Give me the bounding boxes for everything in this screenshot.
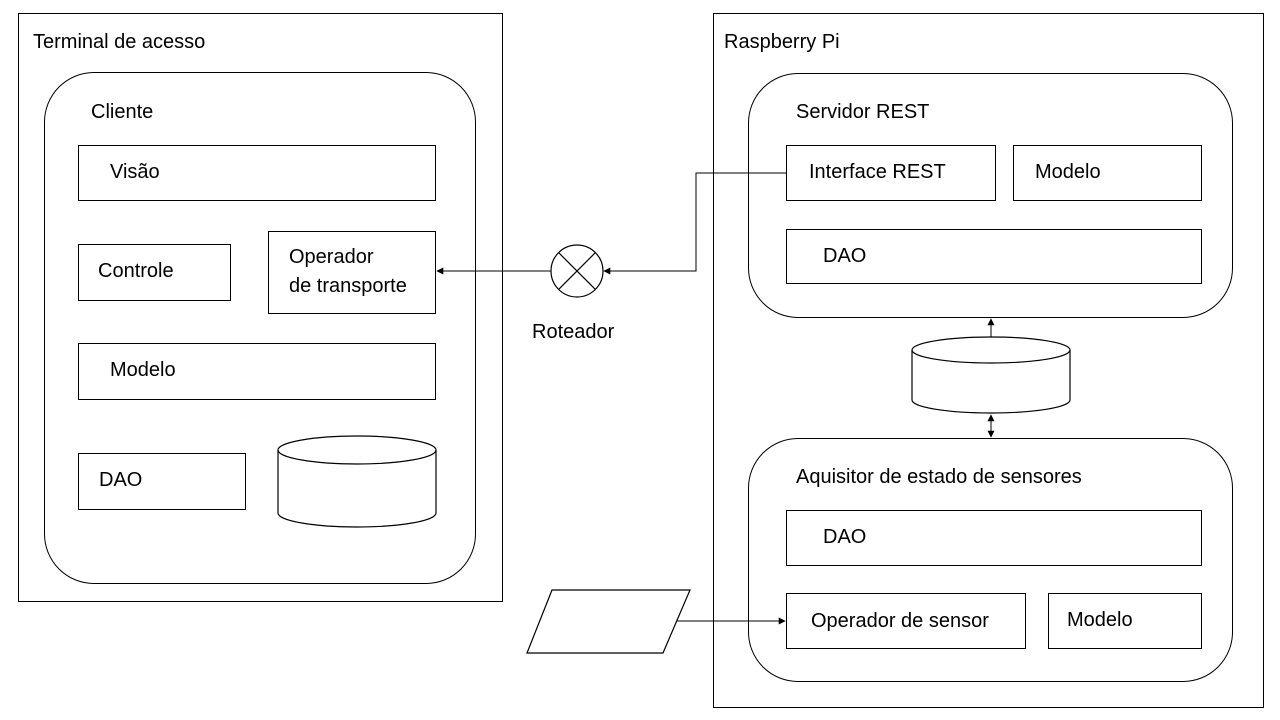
modelo-label: Modelo bbox=[110, 359, 176, 381]
controle-label: Controle bbox=[98, 260, 174, 282]
rest-server-title: Servidor REST bbox=[796, 101, 930, 123]
operador-sensor-label: Operador de sensor bbox=[811, 610, 989, 632]
nosql-db-label-line1: NoSQL bbox=[324, 475, 390, 497]
raspberry-title: Raspberry Pi bbox=[724, 31, 840, 53]
operador-transporte-label-line1: Operador bbox=[289, 246, 374, 268]
router-icon bbox=[550, 244, 604, 298]
nosql-db-label-line2: LiteDB bbox=[326, 504, 388, 526]
acquirer-dao-label: DAO bbox=[823, 526, 867, 548]
terminal-title: Terminal de acesso bbox=[33, 31, 206, 53]
visao-label: Visão bbox=[110, 161, 160, 183]
client-dao-label: DAO bbox=[99, 469, 143, 491]
postgresql-label: PostgreSQL bbox=[936, 375, 1046, 397]
rest-modelo-box bbox=[1013, 145, 1202, 201]
client-dao-box bbox=[78, 453, 246, 510]
client-title: Cliente bbox=[91, 101, 154, 123]
operador-transporte-label-line2: de transporte bbox=[289, 275, 407, 297]
controle-box bbox=[78, 244, 231, 301]
router-label: Roteador bbox=[532, 321, 615, 343]
acquirer-modelo-box bbox=[1048, 593, 1202, 649]
sensor-label: Sensor bbox=[577, 608, 641, 630]
acquirer-title: Aquisitor de estado de sensores bbox=[796, 466, 1082, 488]
acquirer-dao-box bbox=[786, 510, 1202, 566]
interface-rest-box bbox=[786, 145, 996, 201]
rest-dao-box bbox=[786, 229, 1202, 284]
interface-rest-label: Interface REST bbox=[809, 161, 946, 183]
operador-transporte-box bbox=[268, 231, 436, 314]
operador-sensor-box bbox=[786, 593, 1026, 649]
rest-modelo-label: Modelo bbox=[1035, 161, 1101, 183]
modelo-box bbox=[78, 343, 436, 400]
visao-box bbox=[78, 145, 436, 201]
rest-dao-label: DAO bbox=[823, 245, 867, 267]
acquirer-modelo-label: Modelo bbox=[1067, 609, 1133, 631]
